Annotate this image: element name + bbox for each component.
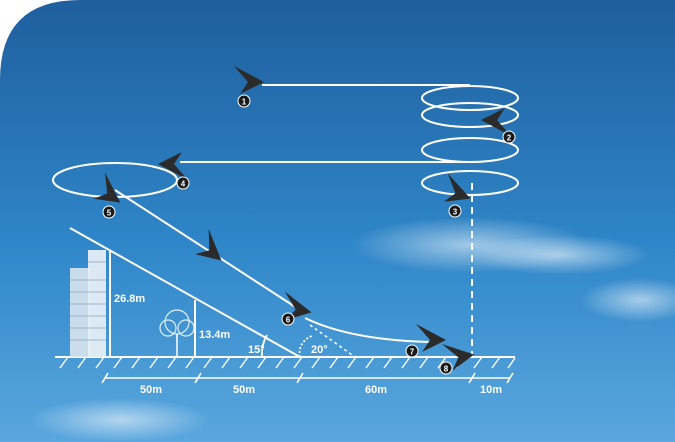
short-height-label: 13.4m: [199, 329, 230, 341]
svg-text:7: 7: [410, 348, 415, 357]
distance-dimension: [101, 372, 514, 384]
svg-text:3: 3: [453, 208, 458, 217]
tree: [159, 309, 195, 357]
bird-6-high: [195, 228, 222, 261]
bird-6: [284, 291, 312, 321]
badge-2: 2: [502, 130, 516, 144]
badge-3: 3: [448, 204, 462, 218]
badge-8: 8: [439, 361, 453, 375]
distance-label-2: 50m: [233, 384, 255, 396]
bird-3: [443, 173, 471, 202]
flight-path: [52, 84, 519, 358]
cloud: [580, 278, 675, 322]
tall-building: [70, 250, 106, 357]
distance-label-4: 10m: [480, 384, 502, 396]
cloud: [30, 398, 210, 442]
bird-2: [481, 108, 511, 136]
badge-6: 6: [281, 312, 295, 326]
cloud: [470, 235, 650, 275]
svg-text:2: 2: [507, 134, 512, 143]
badge-4: 4: [176, 176, 190, 190]
svg-text:4: 4: [181, 180, 186, 189]
bird-5: [93, 172, 121, 203]
bird-1: [234, 66, 264, 94]
tall-building-height-label: 26.8m: [114, 293, 145, 305]
distance-label-3: 60m: [365, 384, 387, 396]
distance-label-1: 50m: [140, 384, 162, 396]
svg-text:5: 5: [107, 209, 112, 218]
bird-7: [416, 324, 446, 352]
bird-8: [441, 343, 475, 371]
svg-text:6: 6: [286, 316, 291, 325]
badge-5: 5: [102, 205, 116, 219]
svg-text:1: 1: [242, 98, 247, 107]
badge-7: 7: [405, 344, 419, 358]
svg-text:8: 8: [444, 365, 449, 374]
descent-angle-label: 20°: [311, 344, 328, 356]
bird-4: [158, 152, 188, 180]
badge-1: 1: [237, 94, 251, 108]
slope-angle-label: 15°: [248, 344, 265, 356]
